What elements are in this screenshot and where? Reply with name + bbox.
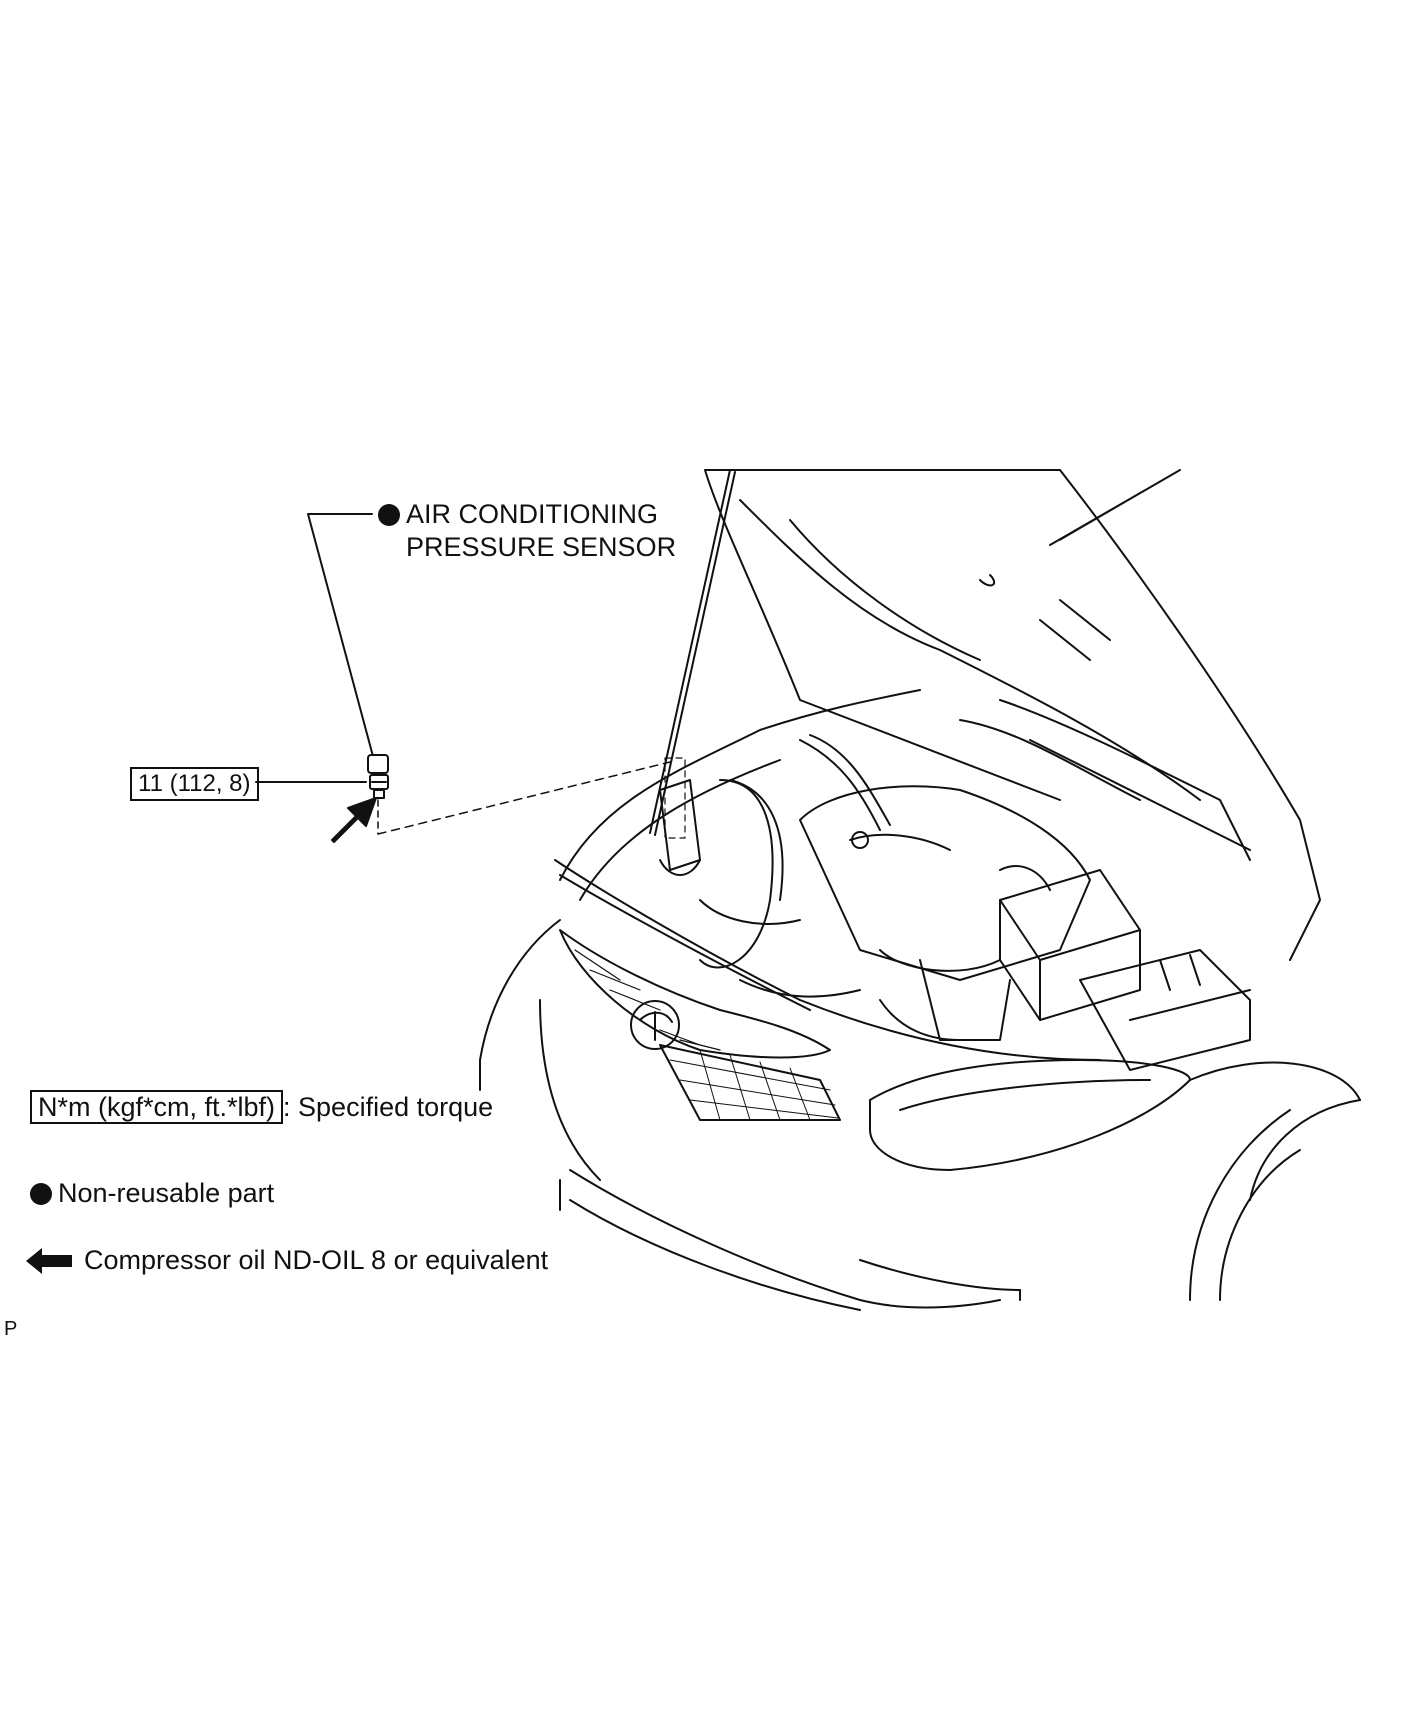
part-callout-line2: PRESSURE SENSOR: [406, 530, 676, 564]
emblem: [630, 1000, 680, 1050]
torque-value-box: 11 (112, 8): [130, 767, 259, 801]
legend-torque: N*m (kgf*cm, ft.*lbf): Specified torque: [30, 1090, 493, 1124]
part-leader-line: [307, 513, 375, 761]
fuse-box: [999, 869, 1141, 1021]
hood-support-rod: [654, 471, 736, 836]
nonreusable-description: Non-reusable part: [58, 1178, 275, 1208]
part-name-line2: PRESSURE SENSOR: [406, 532, 677, 562]
radiator-reservoir: [659, 779, 701, 871]
filled-circle-icon: [378, 504, 400, 526]
hose-1: [699, 779, 774, 969]
sensor-location-line: [377, 761, 671, 835]
torque-unit-box: N*m (kgf*cm, ft.*lbf): [30, 1090, 284, 1124]
bumper-edge: [479, 919, 561, 1061]
hose-2: [799, 739, 881, 831]
lower-bumper: [569, 1169, 861, 1301]
diagonal-arrow-icon: [331, 797, 377, 843]
engine-bay-edge: [559, 689, 921, 881]
corner-code: P: [4, 1318, 18, 1340]
battery: [1079, 949, 1251, 1071]
hood-outline: [704, 468, 1321, 961]
legend-oil: Compressor oil ND-OIL 8 or equivalent: [26, 1243, 548, 1277]
part-name-line1: AIR CONDITIONING: [406, 499, 659, 529]
engine-cover: [799, 785, 1091, 981]
filled-circle-icon: [30, 1183, 52, 1205]
headlight: [869, 1059, 1191, 1171]
torque-callout: 11 (112, 8): [130, 765, 259, 801]
part-callout: AIR CONDITIONING: [378, 497, 658, 531]
grille-lower-mesh: [659, 1044, 841, 1121]
oil-description: Compressor oil ND-OIL 8 or equivalent: [84, 1245, 549, 1275]
pressure-sensor: [367, 754, 389, 799]
torque-description: : Specified torque: [283, 1092, 494, 1122]
wheel-arch: [1249, 1099, 1361, 1201]
left-arrow-icon: [26, 1248, 72, 1274]
front-fender: [1189, 1061, 1361, 1101]
legend-nonreusable: Non-reusable part: [30, 1176, 274, 1210]
grille-upper: [559, 929, 831, 1059]
front-bumper-top: [554, 859, 1101, 1061]
